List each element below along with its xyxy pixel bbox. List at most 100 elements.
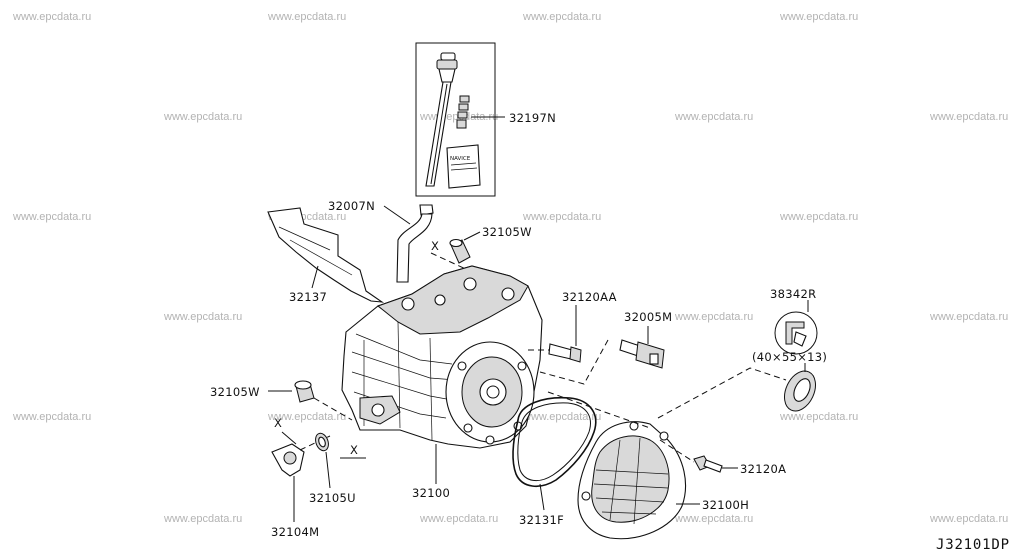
part-dimension-38342R: (40×55×13) [752,350,827,364]
x-marker-arrow [281,431,297,445]
watermark: www.epcdata.ru [419,513,498,525]
bolt-hole [517,361,527,371]
watermark: www.epcdata.ru [779,11,858,23]
housing-cover-32100H[interactable] [547,391,700,540]
dipstick-kit-32197N[interactable]: NAVICE [415,42,505,197]
gasket-ring [512,396,597,487]
part-label-32100[interactable]: 32100 [412,486,450,500]
watermark: www.epcdata.ru [674,111,753,123]
leader-line [463,231,481,241]
sensor-32005M[interactable] [539,326,665,385]
dipstick-rod [430,83,448,185]
plug-top [449,238,463,248]
alignment-line [299,435,331,451]
o-ring [458,103,469,111]
washer-32105U[interactable] [313,431,331,489]
seal-section [785,321,805,345]
part-label-32100H[interactable]: 32100H [702,498,749,512]
part-label-32131F[interactable]: 32131F [519,513,564,527]
shaft-center [486,385,500,399]
watermark-layer: www.epcdata.ru www.epcdata.ru www.epcdat… [12,11,1008,525]
gasket-inner [517,402,591,482]
mount-hole [371,403,385,417]
watermark: www.epcdata.ru [163,111,242,123]
part-label-32005M[interactable]: 32005M [624,310,672,324]
switch-32104M[interactable] [271,435,331,522]
part-label-32137[interactable]: 32137 [289,290,327,304]
bolt-hole [485,435,495,445]
part-label-38342R[interactable]: 38342R [770,287,816,301]
bolt-32120A[interactable] [659,439,738,473]
watermark: www.epcdata.ru [163,513,242,525]
hose-body [396,213,433,283]
sensor-clip [649,353,659,365]
dipstick-handle [438,68,456,83]
part-label-32105W-top[interactable]: 32105W [482,225,532,239]
oil-seal-38342R[interactable] [657,300,822,419]
bolt-shank [703,459,723,473]
kit-frame [415,42,496,197]
leader-line [311,265,319,289]
cover-bolt-boss [659,431,669,441]
plug-top [294,380,312,390]
case-rib [351,371,453,401]
alignment-line [659,439,695,463]
leader-line [539,483,545,511]
switch-boss [283,451,297,465]
cover-rib [595,469,669,475]
leader-line [325,451,331,489]
part-label-32120AA[interactable]: 32120AA [562,290,617,304]
transmission-case-32100[interactable] [341,265,543,484]
cover-bolt-boss [581,491,591,501]
cover-face [591,435,670,523]
seal-detail-circle [774,311,818,355]
plate-edge [289,239,353,276]
case-rib [355,333,453,365]
alignment-line [313,397,353,421]
watermark: www.epcdata.ru [163,311,242,323]
cover-rib [633,437,641,525]
bolt-32120AA[interactable] [528,305,582,363]
watermark: www.epcdata.ru [522,411,601,423]
plate-edge [278,226,331,251]
bolt-head [569,346,582,363]
part-label-32120A[interactable]: 32120A [740,462,786,476]
alignment-line [547,391,651,429]
dipstick-grip [436,59,458,70]
part-label-32104M[interactable]: 32104M [271,525,319,539]
breather-hose-32007N[interactable] [383,204,434,283]
o-ring [459,95,470,103]
cover-rib [595,497,665,503]
plate-body [267,207,385,303]
cover-rib [609,439,621,521]
part-label-32197N[interactable]: 32197N [509,111,556,125]
watermark: www.epcdata.ru [779,211,858,223]
shaft-bore [479,378,507,406]
sticker-line [450,162,477,166]
watermark: www.epcdata.ru [12,411,91,423]
part-label-32007N[interactable]: 32007N [328,199,375,213]
deflector-plate-32137[interactable] [267,207,385,303]
gasket-32131F[interactable] [512,396,597,511]
seal-bore [793,378,811,402]
watermark: www.epcdata.ru [12,11,91,23]
x-marker-bottom: X [350,443,358,457]
case-boss [463,277,477,291]
watermark: www.epcdata.ru [674,311,753,323]
alignment-line [539,339,609,385]
sticker-line [450,167,478,171]
diagram-code: J32101DP [936,537,1010,553]
bolt-hole [457,361,467,371]
part-label-32105W-left[interactable]: 32105W [210,385,260,399]
watermark: www.epcdata.ru [267,11,346,23]
bolt-shank [548,343,573,360]
plug-32105W-left[interactable] [268,380,353,421]
watermark: www.epcdata.ru [267,411,346,423]
part-label-32105U[interactable]: 32105U [309,491,356,505]
x-marker-top: X [431,239,439,253]
o-ring [456,119,467,129]
case-top-face [376,265,529,335]
alignment-line [657,367,787,419]
case-boss [501,287,515,301]
